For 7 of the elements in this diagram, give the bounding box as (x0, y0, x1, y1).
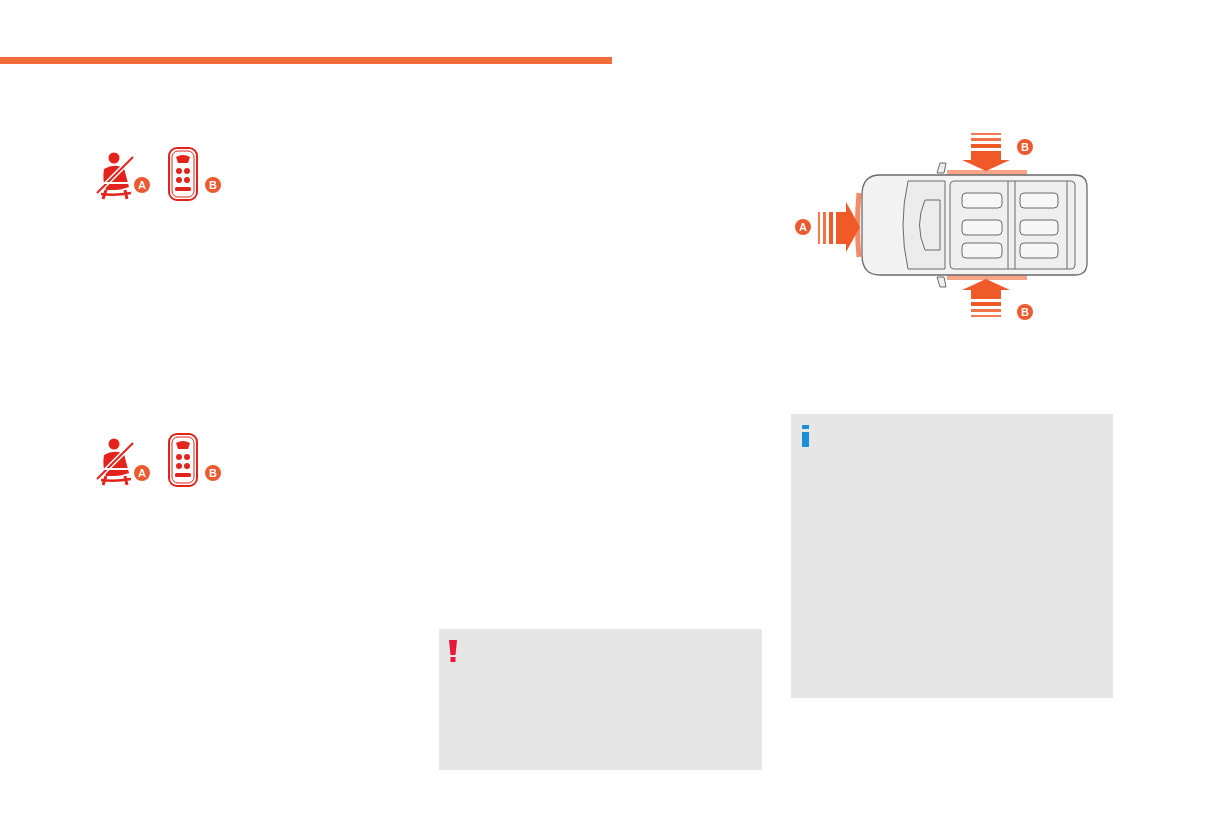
callout-letter: A (134, 465, 150, 481)
callout-letter: A (134, 177, 150, 193)
callout-letter: B (205, 465, 221, 481)
callout-letter: B (1017, 139, 1033, 155)
callout-letter: B (1017, 304, 1033, 320)
callout-letter: B (205, 177, 221, 193)
callout-letter: A (795, 219, 811, 235)
